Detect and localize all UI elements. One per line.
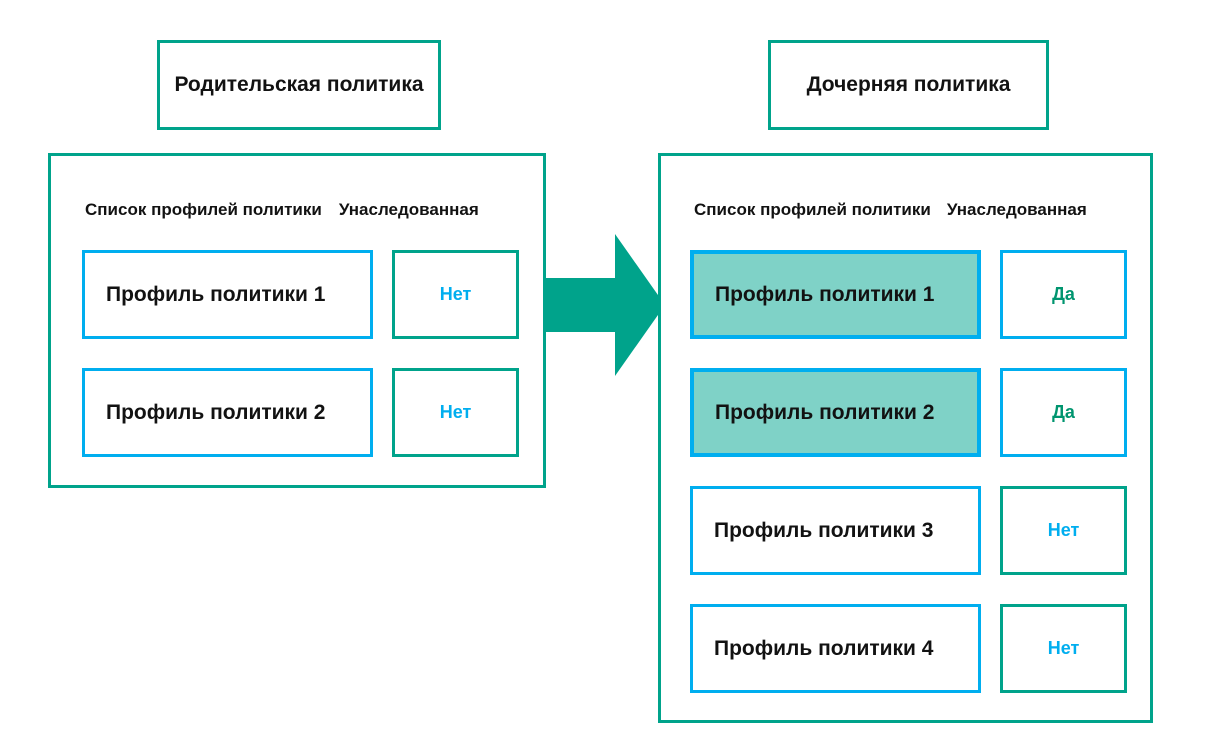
table-row: Профиль политики 2 Да <box>661 368 1150 457</box>
parent-inherited-box-2: Нет <box>392 368 519 457</box>
parent-profile-label-2: Профиль политики 2 <box>106 400 326 424</box>
child-profile-label-3: Профиль политики 3 <box>714 518 934 542</box>
child-profile-rows: Профиль политики 1 Да Профиль политики 2… <box>661 250 1150 722</box>
child-inherited-box-2: Да <box>1000 368 1127 457</box>
parent-inherited-label-1: Нет <box>439 284 472 304</box>
parent-profile-rows: Профиль политики 1 Нет Профиль политики … <box>51 250 543 486</box>
child-profile-label-1: Профиль политики 1 <box>715 282 935 306</box>
parent-inherited-box-1: Нет <box>392 250 519 339</box>
parent-inherited-label-2: Нет <box>439 402 472 422</box>
child-inherited-box-1: Да <box>1000 250 1127 339</box>
child-column-header-inherited: Унаследованная <box>946 200 1087 219</box>
table-row: Профиль политики 1 Нет <box>51 250 543 339</box>
child-profile-box-4[interactable]: Профиль политики 4 <box>690 604 981 693</box>
parent-column-header-inherited: Унаследованная <box>338 200 479 219</box>
child-column-headers: Список профилей политики Унаследованная <box>661 200 1150 220</box>
child-inherited-label-4: Нет <box>1047 638 1080 658</box>
parent-column-headers: Список профилей политики Унаследованная <box>51 200 543 220</box>
child-profile-box-2[interactable]: Профиль политики 2 <box>690 368 981 457</box>
child-inherited-label-3: Нет <box>1047 520 1080 540</box>
child-policy-title-card: Дочерняя политика <box>768 40 1049 130</box>
parent-policy-title-card: Родительская политика <box>157 40 441 130</box>
child-profile-box-1[interactable]: Профиль политики 1 <box>690 250 981 339</box>
inheritance-arrow <box>543 234 665 376</box>
table-row: Профиль политики 1 Да <box>661 250 1150 339</box>
parent-policy-title-label: Родительская политика <box>174 72 424 96</box>
child-inherited-label-1: Да <box>1052 284 1075 304</box>
child-policy-title-label: Дочерняя политика <box>806 72 1011 96</box>
child-column-header-profiles: Список профилей политики <box>694 200 931 219</box>
arrow-right-icon <box>543 234 665 376</box>
parent-profile-box-2[interactable]: Профиль политики 2 <box>82 368 373 457</box>
child-policy-panel: Список профилей политики Унаследованная … <box>658 153 1153 723</box>
child-profile-label-2: Профиль политики 2 <box>715 400 935 424</box>
parent-profile-label-1: Профиль политики 1 <box>106 282 326 306</box>
parent-policy-panel: Список профилей политики Унаследованная … <box>48 153 546 488</box>
child-inherited-box-3: Нет <box>1000 486 1127 575</box>
table-row: Профиль политики 3 Нет <box>661 486 1150 575</box>
parent-profile-box-1[interactable]: Профиль политики 1 <box>82 250 373 339</box>
parent-column-header-profiles: Список профилей политики <box>85 200 322 219</box>
table-row: Профиль политики 2 Нет <box>51 368 543 457</box>
child-profile-label-4: Профиль политики 4 <box>714 636 934 660</box>
child-inherited-box-4: Нет <box>1000 604 1127 693</box>
child-inherited-label-2: Да <box>1052 402 1075 422</box>
table-row: Профиль политики 4 Нет <box>661 604 1150 693</box>
child-profile-box-3[interactable]: Профиль политики 3 <box>690 486 981 575</box>
